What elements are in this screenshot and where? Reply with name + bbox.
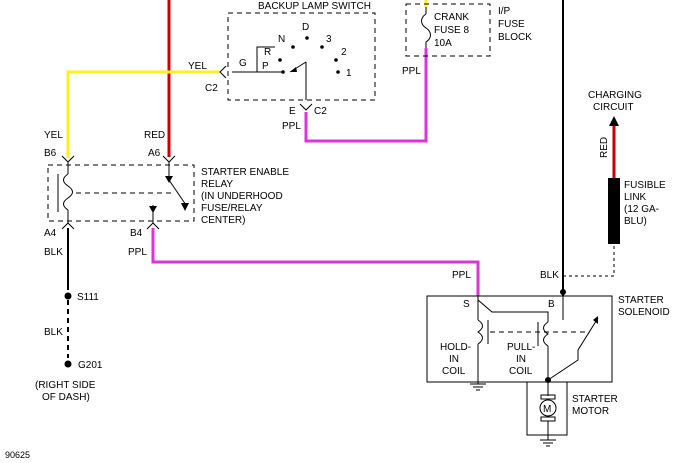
label-ppl-switch: PPL bbox=[282, 121, 301, 132]
solenoid-label-2: SOLENOID bbox=[618, 307, 670, 318]
pull-in-coil bbox=[543, 321, 549, 347]
label-blk-ground: BLK bbox=[44, 327, 63, 338]
relay-pin-b4: B4 bbox=[130, 228, 143, 239]
motor-ground-symbol bbox=[540, 439, 556, 447]
fuse-line3: 10A bbox=[434, 38, 452, 49]
ground-label: G201 bbox=[78, 360, 103, 371]
fusible-label-3: (12 GA- bbox=[624, 204, 659, 215]
switch-terminal-e: E bbox=[289, 106, 296, 117]
relay-pin-a4: A4 bbox=[44, 228, 57, 239]
relay-label-5: CENTER) bbox=[201, 215, 245, 226]
switch-connector-bottom-label: C2 bbox=[314, 106, 327, 117]
switch-arm-head bbox=[290, 67, 297, 72]
motor-brush-top bbox=[540, 394, 556, 400]
relay-label-2: RELAY bbox=[201, 179, 233, 190]
fusible-label-1: FUSIBLE bbox=[624, 180, 666, 191]
backup-lamp-switch-box bbox=[227, 12, 376, 101]
switch-pos-r: R bbox=[264, 47, 271, 58]
solenoid-terminal-s: S bbox=[463, 299, 470, 310]
fusible-label-2: LINK bbox=[624, 192, 647, 203]
label-red-relay: RED bbox=[144, 130, 165, 141]
hold-label-2: IN bbox=[449, 354, 459, 365]
label-yel-top: YEL bbox=[188, 61, 207, 72]
switch-pos-d: D bbox=[302, 22, 309, 33]
yellow-wire-relay-switch bbox=[66, 70, 220, 158]
charging-label-2: CIRCUIT bbox=[593, 102, 634, 113]
switch-pos-3: 3 bbox=[326, 34, 332, 45]
ground-note-2: OF DASH) bbox=[42, 392, 90, 403]
solenoid-box bbox=[426, 295, 613, 383]
purple-wire-fuse-switch bbox=[304, 48, 428, 143]
fuse-block-label-3: BLOCK bbox=[498, 32, 532, 43]
label-blk-solenoid: BLK bbox=[540, 270, 559, 281]
relay-label-1: STARTER ENABLE bbox=[201, 167, 289, 178]
relay-pin-b6: B6 bbox=[44, 148, 57, 159]
label-yel-relay: YEL bbox=[44, 130, 63, 141]
hold-in-coil bbox=[477, 319, 483, 345]
label-red-charging: RED bbox=[599, 137, 610, 158]
relay-label-4: FUSE/RELAY bbox=[201, 203, 263, 214]
switch-pos-1: 1 bbox=[346, 68, 352, 79]
motor-symbol: M bbox=[543, 404, 551, 415]
fuse-block-box bbox=[405, 3, 491, 57]
relay-output-arrow bbox=[149, 206, 157, 213]
motor-label-1: STARTER bbox=[572, 394, 618, 405]
solenoid-terminal-b: B bbox=[548, 299, 555, 310]
fusible-link-body bbox=[608, 178, 620, 244]
backup-lamp-switch-title: BACKUP LAMP SWITCH bbox=[258, 1, 371, 12]
pull-label-2: IN bbox=[516, 354, 526, 365]
relay-switch-arrow bbox=[181, 203, 189, 211]
motor-armature bbox=[539, 399, 557, 417]
solenoid-s-lead bbox=[477, 296, 549, 322]
relay-label-3: (IN UNDERHOOD bbox=[201, 191, 283, 202]
solenoid-contact-arrow bbox=[593, 316, 598, 324]
pull-label-1: PULL- bbox=[507, 342, 535, 353]
hold-label-3: COIL bbox=[442, 366, 466, 377]
ground-dot bbox=[64, 360, 72, 368]
figure-id: 90625 bbox=[5, 450, 30, 460]
fuse-line1: CRANK bbox=[434, 12, 469, 23]
relay-contact-arrow bbox=[165, 176, 173, 183]
label-ppl-solenoid: PPL bbox=[452, 270, 471, 281]
label-blk-relay: BLK bbox=[44, 247, 63, 258]
fuse-block-label-2: FUSE bbox=[498, 19, 525, 30]
switch-terminal-g: G bbox=[239, 58, 247, 69]
switch-connector-left-label: C2 bbox=[205, 83, 218, 94]
relay-pin-a6: A6 bbox=[148, 148, 161, 159]
fuse-block-label-1: I/P bbox=[498, 6, 511, 17]
fuse-line2: FUSE 8 bbox=[434, 25, 469, 36]
switch-contacts bbox=[278, 36, 340, 74]
ground-note-1: (RIGHT SIDE bbox=[35, 380, 96, 391]
relay-switch-arm bbox=[168, 179, 187, 206]
solenoid-label-1: STARTER bbox=[618, 295, 664, 306]
label-ppl-relay: PPL bbox=[128, 247, 147, 258]
switch-pos-2: 2 bbox=[341, 47, 347, 58]
fusible-label-4: BLU) bbox=[624, 216, 647, 227]
fuse-symbol bbox=[421, 7, 431, 48]
switch-internal-wire bbox=[232, 46, 275, 73]
splice-label: S111 bbox=[77, 292, 99, 303]
fusible-link-dashed bbox=[563, 244, 615, 277]
charging-arrow bbox=[609, 116, 619, 126]
switch-pos-n: N bbox=[278, 34, 285, 45]
motor-label-2: MOTOR bbox=[572, 406, 609, 417]
relay-box bbox=[47, 164, 195, 222]
label-ppl-fuse: PPL bbox=[402, 66, 421, 77]
hold-in-ground-symbol bbox=[470, 383, 486, 391]
relay-coil bbox=[63, 173, 73, 211]
charging-label-1: CHARGING bbox=[588, 90, 642, 101]
switch-connector-e bbox=[299, 103, 313, 111]
splice-dot bbox=[64, 292, 72, 300]
hold-label-1: HOLD- bbox=[440, 342, 471, 353]
purple-wire-relay-solenoid bbox=[151, 228, 480, 296]
pull-label-3: COIL bbox=[509, 366, 533, 377]
starter-motor-box bbox=[526, 381, 568, 436]
switch-pos-p: P bbox=[262, 61, 269, 72]
solenoid-contact-lead bbox=[547, 350, 579, 381]
solenoid-contact-arm bbox=[577, 317, 599, 351]
motor-brush-bottom bbox=[540, 416, 556, 422]
switch-connector-g bbox=[219, 65, 227, 79]
